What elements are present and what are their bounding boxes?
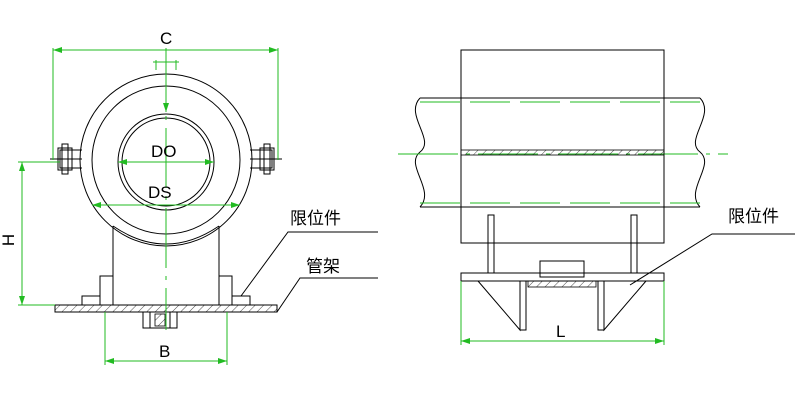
- limit-block-right: [231, 295, 251, 306]
- callout-limiter-right: 限位件: [728, 207, 779, 227]
- limit-block-left: [81, 295, 101, 306]
- side-view: L 限位件: [398, 49, 795, 345]
- front-view: C H DO DS H B 限位: [0, 29, 378, 365]
- dim-h-small-glyph: [155, 60, 177, 70]
- leader-limiter-left: [240, 231, 378, 297]
- top-block: [539, 260, 585, 278]
- dim-l-label: L: [556, 322, 565, 341]
- callout-limiter-left: 限位件: [290, 209, 341, 229]
- clamp-seam: [460, 149, 665, 156]
- gusset-side-left: [477, 280, 521, 332]
- dim-h-label: H: [0, 234, 18, 246]
- rack-beam: [142, 311, 178, 329]
- limit-post-right: [630, 214, 638, 274]
- gusset-right: [218, 275, 233, 305]
- clamp-body: [460, 49, 665, 244]
- callout-pipe-rack: 管架: [306, 257, 340, 277]
- leader-pipe-rack: [276, 277, 378, 313]
- limit-post-left: [487, 214, 495, 274]
- dim-do-label: DO: [151, 142, 177, 161]
- dim-ds-label: DS: [148, 183, 172, 202]
- pipe-break-right: [694, 97, 706, 208]
- leader-limiter-right: [629, 233, 795, 286]
- pipe-break-left: [414, 97, 426, 208]
- dim-b-label: B: [159, 342, 170, 361]
- bolt-left: [50, 143, 82, 175]
- dim-c-label: C: [160, 29, 172, 48]
- bolt-right: [250, 143, 282, 175]
- gusset-side-right: [603, 280, 647, 332]
- gusset-left: [99, 275, 114, 305]
